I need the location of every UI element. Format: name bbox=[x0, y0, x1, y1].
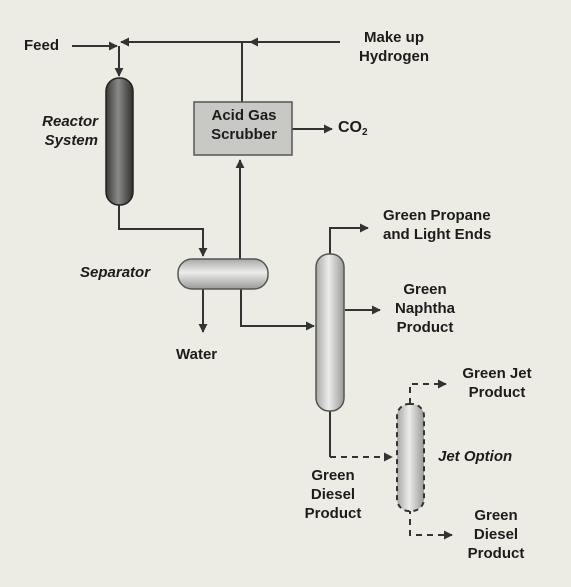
green-jet-label: Green Jet Product bbox=[452, 364, 542, 402]
water-label: Water bbox=[176, 346, 218, 363]
reactor-system-label: Reactor System bbox=[28, 112, 98, 150]
co2-subscript: 2 bbox=[362, 127, 368, 138]
propane-line-1: Green Propane bbox=[383, 207, 491, 224]
diesel-right-line-3: Product bbox=[467, 545, 525, 562]
makeup-line-2: Hydrogen bbox=[358, 48, 429, 65]
naphtha-line-1: Green bbox=[403, 281, 447, 298]
green-propane-label: Green Propane and Light Ends bbox=[383, 206, 491, 244]
reactor-to-separator-line bbox=[118, 203, 208, 257]
jet-option-label: Jet Option bbox=[438, 448, 513, 465]
green-naphtha-label: Green Naphtha Product bbox=[386, 280, 464, 337]
acid-gas-scrubber-label: Acid Gas Scrubber bbox=[194, 106, 294, 144]
co2-label: CO2 bbox=[338, 118, 368, 142]
separator-label: Separator bbox=[80, 264, 151, 281]
diesel-left-line-2: Diesel bbox=[310, 486, 356, 503]
reactor-line-1: Reactor bbox=[42, 113, 98, 130]
separator-to-column-line bbox=[240, 288, 315, 331]
propane-line bbox=[329, 223, 369, 256]
distillation-column bbox=[315, 253, 345, 412]
green-diesel-right-label: Green Diesel Product bbox=[458, 506, 534, 563]
scrubber-line-1: Acid Gas bbox=[211, 107, 277, 124]
diesel-right-line-2: Diesel bbox=[473, 526, 519, 543]
diesel-left-line-3: Product bbox=[304, 505, 362, 522]
diesel-right-line-1: Green bbox=[474, 507, 518, 524]
co2-base: CO bbox=[338, 119, 362, 136]
separator-drum bbox=[177, 258, 269, 290]
naphtha-line-3: Product bbox=[396, 319, 454, 336]
jet-product-line-2: Product bbox=[468, 384, 526, 401]
diesel-left-line-1: Green bbox=[311, 467, 355, 484]
jet-option-column bbox=[396, 403, 425, 512]
naphtha-line-2: Naphtha bbox=[395, 300, 455, 317]
makeup-line-1: Make up bbox=[363, 29, 424, 46]
scrubber-line-2: Scrubber bbox=[211, 126, 277, 143]
diesel-dashed-line bbox=[409, 508, 453, 540]
green-diesel-left-label: Green Diesel Product bbox=[294, 466, 372, 523]
acid-gas-scrubber-box bbox=[193, 101, 293, 156]
reactor-vessel bbox=[105, 77, 134, 206]
reactor-line-2: System bbox=[44, 132, 98, 149]
feed-label: Feed bbox=[24, 37, 60, 54]
makeup-hydrogen-label: Make up Hydrogen bbox=[346, 28, 442, 66]
jet-product-dashed-line bbox=[409, 379, 447, 404]
jet-product-line-1: Green Jet bbox=[462, 365, 532, 382]
propane-line-2: and Light Ends bbox=[383, 226, 492, 243]
